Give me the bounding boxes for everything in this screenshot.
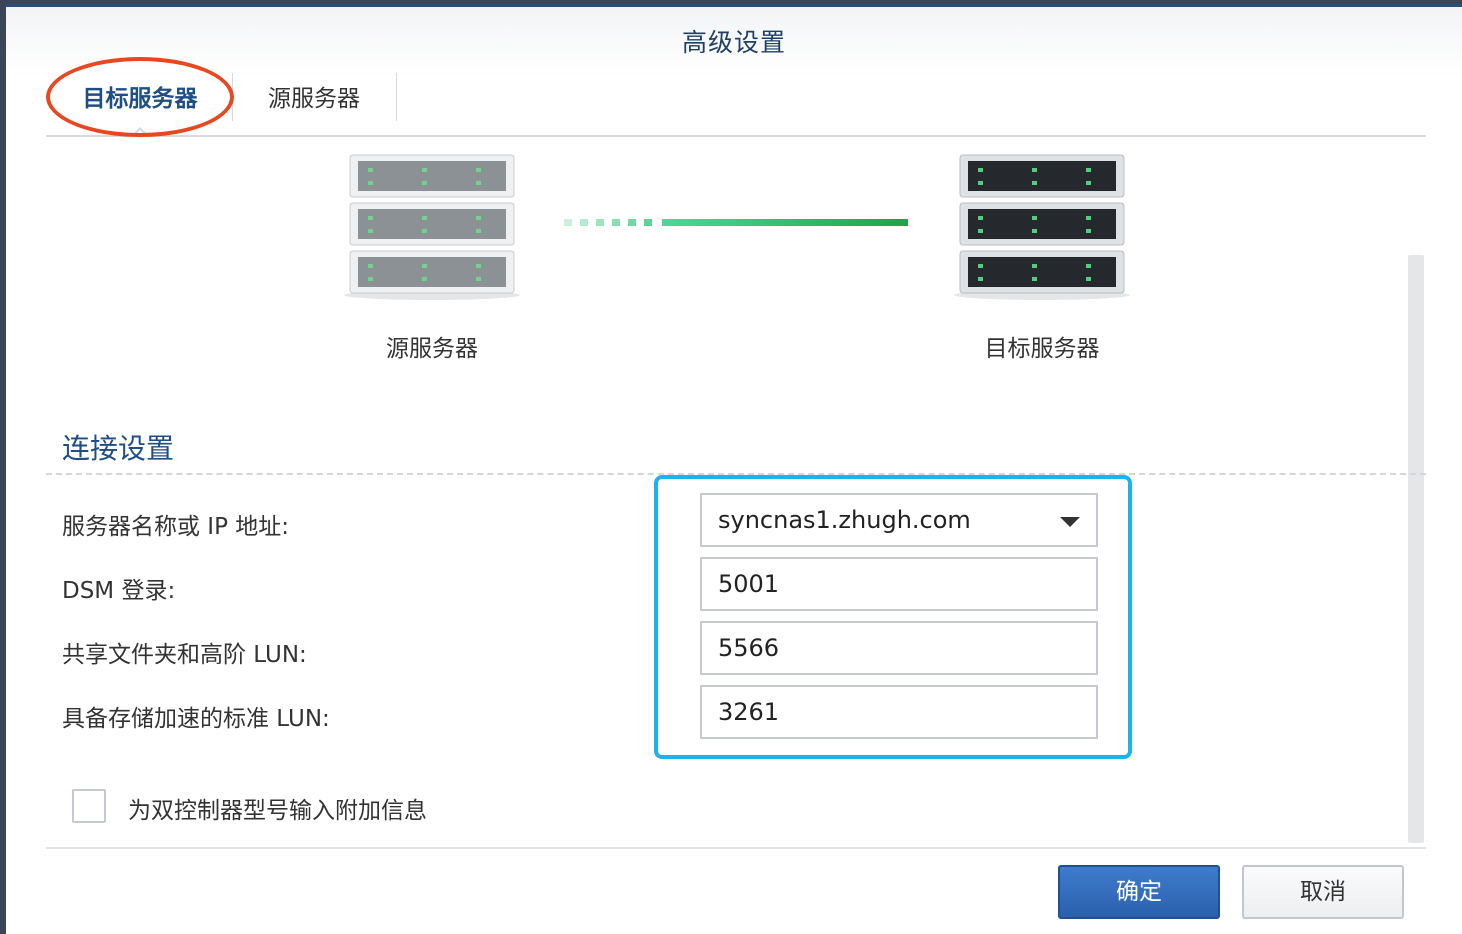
shared-folder-lun-port-input[interactable]: 5566 [700, 621, 1098, 675]
shared-folder-lun-label: 共享文件夹和高阶 LUN: [62, 642, 307, 668]
standard-lun-port-input[interactable]: 3261 [700, 685, 1098, 739]
section-divider [46, 473, 1426, 475]
dsm-login-port-input[interactable]: 5001 [700, 557, 1098, 611]
shared-folder-lun-port-value: 5566 [718, 634, 780, 662]
link-solid-bar [662, 219, 908, 226]
advanced-settings-dialog: 高级设置 目标服务器 源服务器 源服务器 [6, 4, 1462, 934]
footer-divider [46, 847, 1426, 849]
link-dotted-segment [564, 219, 652, 226]
server-address-value: syncnas1.zhugh.com [718, 506, 971, 534]
server-address-label: 服务器名称或 IP 地址: [62, 514, 290, 540]
tab-separator [232, 73, 233, 121]
dual-controller-checkbox[interactable] [72, 789, 106, 823]
chevron-down-icon[interactable] [1060, 517, 1080, 527]
tab-separator [396, 73, 397, 121]
cancel-button[interactable]: 取消 [1242, 865, 1404, 919]
dsm-login-port-value: 5001 [718, 570, 780, 598]
dual-controller-checkbox-label[interactable]: 为双控制器型号输入附加信息 [128, 798, 427, 824]
source-server-label: 源服务器 [386, 336, 478, 362]
active-tab-caret [130, 127, 150, 138]
section-title: 连接设置 [62, 432, 175, 465]
target-server-label: 目标服务器 [984, 336, 1100, 362]
standard-lun-port-value: 3261 [718, 698, 780, 726]
tab-target-server[interactable]: 目标服务器 [82, 86, 198, 112]
dialog-title: 高级设置 [681, 28, 786, 57]
server-address-dropdown[interactable]: syncnas1.zhugh.com [700, 493, 1098, 547]
source-server-icon [344, 154, 520, 300]
ok-button[interactable]: 确定 [1058, 865, 1220, 919]
tab-source-server[interactable]: 源服务器 [268, 86, 360, 112]
standard-lun-label: 具备存储加速的标准 LUN: [62, 706, 330, 732]
target-server-icon [954, 154, 1130, 300]
scrollbar[interactable] [1408, 255, 1424, 843]
tab-bar: 目标服务器 源服务器 [46, 57, 1426, 138]
dsm-login-label: DSM 登录: [62, 578, 176, 604]
